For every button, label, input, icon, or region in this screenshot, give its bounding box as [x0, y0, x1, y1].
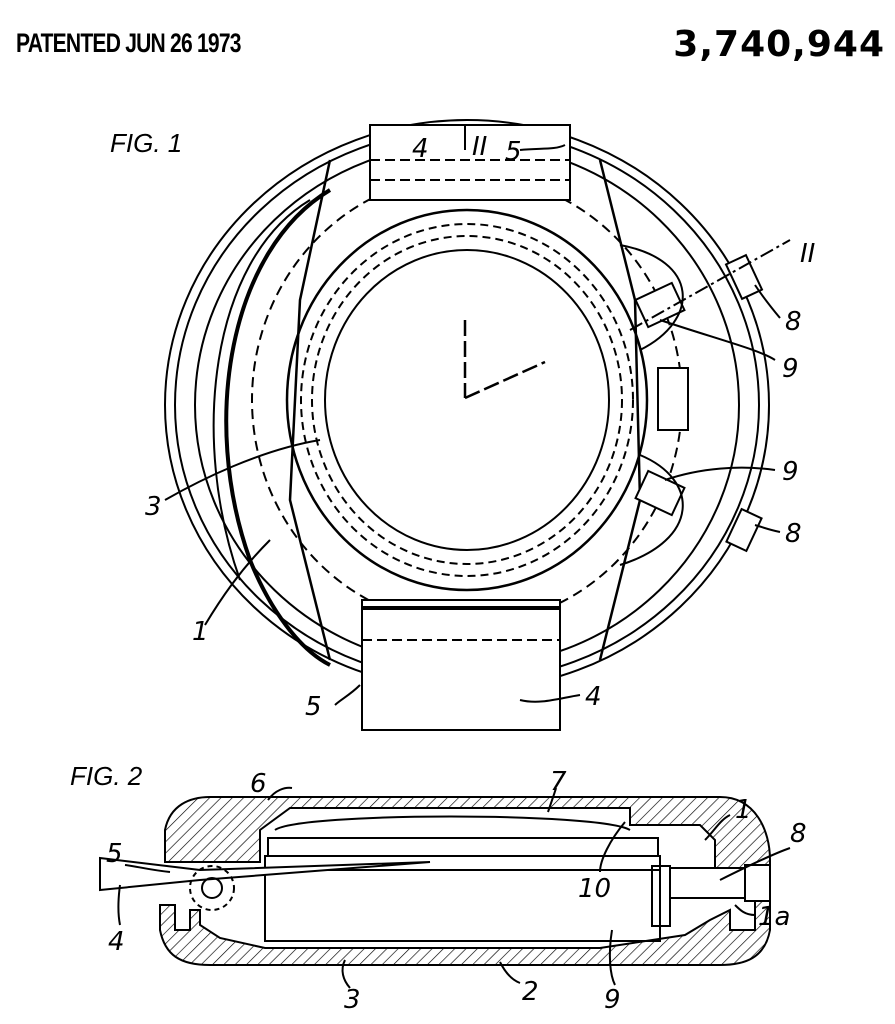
label-5-top: 5 — [505, 137, 522, 167]
label-10: 10 — [578, 874, 611, 904]
label-8-a: 8 — [785, 307, 802, 337]
fig2-title: FIG. 2 — [70, 761, 143, 791]
movement — [264, 855, 661, 942]
label-9-a: 9 — [782, 354, 799, 384]
crystal — [274, 815, 631, 831]
label-4-top: 4 — [412, 134, 429, 164]
top-strap — [369, 124, 571, 201]
fig2-drawing: FIG. 2 6 7 1 8 5 4 10 1a 3 2 9 — [70, 761, 807, 1015]
patent-number: 3,740,944 — [673, 24, 885, 65]
label-7: 7 — [550, 767, 567, 797]
label-3: 3 — [145, 492, 162, 522]
pusher-9-bottom — [634, 469, 686, 517]
label-8: 8 — [790, 819, 807, 849]
watch-dial — [324, 249, 610, 551]
label-3: 3 — [344, 985, 361, 1015]
label-II-top: II — [472, 132, 487, 162]
label-4-bottom: 4 — [585, 682, 602, 712]
label-6: 6 — [250, 769, 267, 799]
caseback-section — [159, 894, 771, 966]
strap-section — [99, 856, 431, 892]
bezel-section — [164, 796, 771, 871]
label-1a: 1a — [758, 902, 790, 932]
crown — [657, 367, 689, 431]
label-9: 9 — [604, 985, 621, 1015]
fig1-drawing: FIG. 1 4 II 5 II 8 9 3 9 8 1 5 4 — [110, 119, 815, 731]
label-5-bottom: 5 — [305, 692, 322, 722]
pusher-9-top — [634, 281, 686, 329]
label-4: 4 — [108, 927, 125, 957]
label-2: 2 — [522, 977, 539, 1007]
bottom-strap — [361, 599, 561, 731]
label-1: 1 — [735, 795, 752, 825]
label-8-b: 8 — [785, 519, 802, 549]
label-II-right: II — [800, 239, 815, 269]
label-9-b: 9 — [782, 457, 799, 487]
label-5: 5 — [106, 839, 123, 869]
watch-case — [285, 208, 649, 592]
pusher-8-top — [724, 253, 764, 301]
pusher-8-bottom — [725, 507, 763, 553]
label-1: 1 — [192, 617, 209, 647]
patent-date: PATENTED JUN 26 1973 — [16, 28, 242, 58]
fig1-title: FIG. 1 — [110, 128, 182, 158]
